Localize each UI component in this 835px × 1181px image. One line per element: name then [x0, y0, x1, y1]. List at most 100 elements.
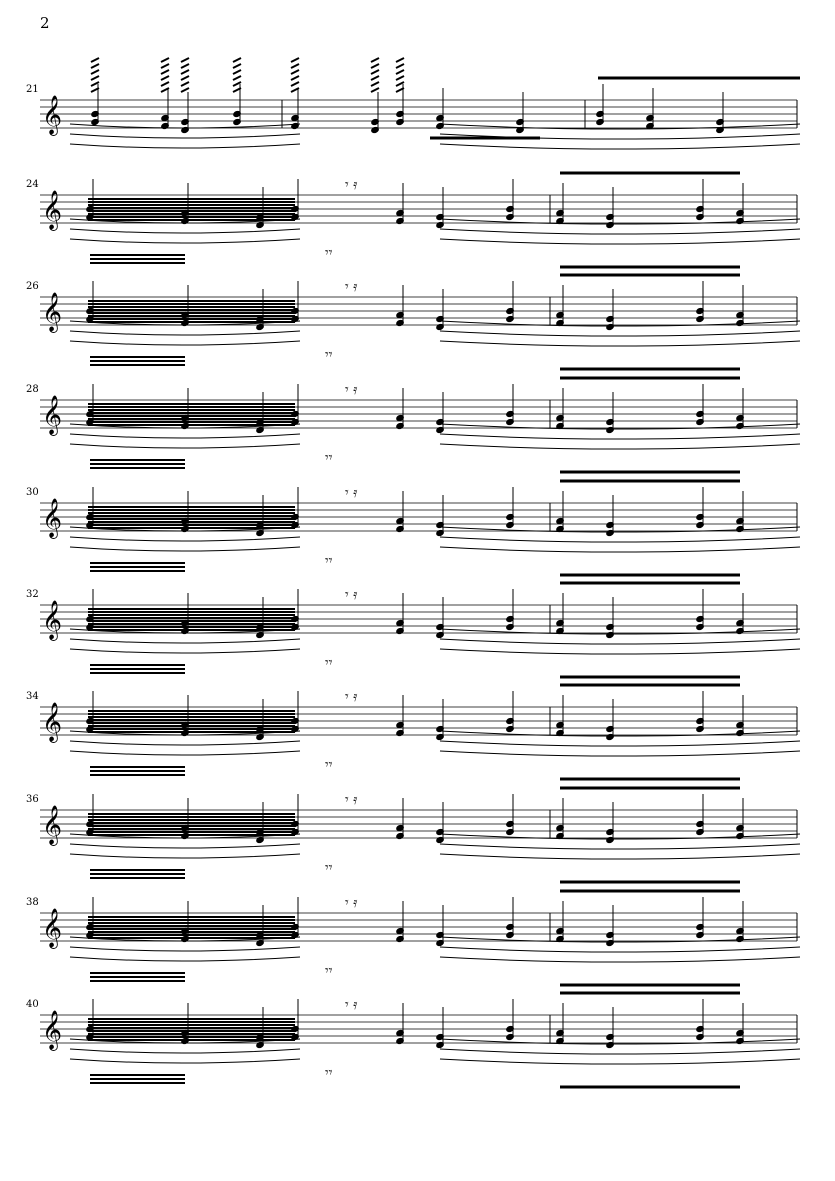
- tremolo-stroke: [90, 57, 100, 63]
- tremolo-stroke: [180, 63, 190, 69]
- tie: [439, 218, 801, 225]
- rest-icon: 𝄾 𝄿: [345, 177, 358, 193]
- music-system: 21𝄞: [0, 0, 835, 150]
- tremolo-stroke: [232, 57, 242, 63]
- note-head: [696, 828, 704, 836]
- note-head: [596, 110, 604, 118]
- tie: [439, 320, 801, 327]
- note-head: [736, 217, 744, 225]
- note-head: [506, 931, 514, 939]
- note-head: [606, 426, 614, 434]
- tremolo-stroke: [370, 81, 380, 87]
- note-head: [736, 517, 744, 525]
- note-head: [256, 529, 264, 537]
- tremolo-stroke: [232, 75, 242, 81]
- music-system: 24𝄞𝄾 𝄿𝄾𝄾: [0, 0, 835, 269]
- note-head: [696, 205, 704, 213]
- note-head: [736, 311, 744, 319]
- treble-clef-icon: 𝄞: [42, 1010, 62, 1051]
- note-head: [556, 311, 564, 319]
- tremolo-stroke: [232, 87, 242, 93]
- rest-icon: 𝄾𝄾: [325, 963, 333, 979]
- music-system: 36𝄞𝄾 𝄿𝄾𝄾: [0, 0, 835, 884]
- note-head: [396, 118, 404, 126]
- note-head: [646, 122, 654, 130]
- note-head: [396, 110, 404, 118]
- note-head: [606, 323, 614, 331]
- note-head: [646, 114, 654, 122]
- note-head: [736, 209, 744, 217]
- note-head: [556, 1029, 564, 1037]
- tie: [439, 340, 801, 347]
- note-head: [606, 631, 614, 639]
- tie: [439, 843, 801, 850]
- note-head: [716, 118, 724, 126]
- tremolo-stroke: [90, 69, 100, 75]
- note-head: [556, 729, 564, 737]
- treble-clef-icon: 𝄞: [42, 498, 62, 539]
- rest-icon: 𝄾 𝄿: [345, 587, 358, 603]
- music-system: 28 𝄞 𝄾 𝄿 𝄾𝄾: [0, 0, 835, 474]
- measure-number: 28: [26, 384, 39, 395]
- tie: [69, 1048, 301, 1054]
- treble-clef-icon: 𝄞: [42, 805, 62, 846]
- note-head: [396, 927, 404, 935]
- note-head: [506, 1033, 514, 1041]
- tremolo-stroke: [232, 63, 242, 69]
- rest-icon: 𝄾 𝄿: [345, 485, 358, 501]
- note-head: [556, 414, 564, 422]
- note-head: [506, 820, 514, 828]
- note-head: [556, 1037, 564, 1045]
- note-head: [606, 418, 614, 426]
- page-number: 2: [40, 14, 50, 32]
- tie: [439, 526, 801, 533]
- music-system: 40𝄞𝄾 𝄿𝄾𝄾: [0, 0, 835, 1089]
- note-head: [606, 213, 614, 221]
- tremolo-stroke: [370, 75, 380, 81]
- rest-icon: 𝄾𝄾: [325, 757, 333, 773]
- tie: [69, 946, 301, 952]
- tie: [69, 228, 301, 234]
- note-head: [256, 836, 264, 844]
- tie: [439, 133, 801, 140]
- note-head: [736, 832, 744, 840]
- note-head: [396, 217, 404, 225]
- note-head: [256, 1041, 264, 1049]
- rest-icon: 𝄾𝄾: [325, 245, 333, 261]
- note-head: [396, 824, 404, 832]
- note-head: [606, 529, 614, 537]
- tie: [439, 956, 801, 963]
- note-head: [396, 311, 404, 319]
- rest-icon: 𝄾𝄾: [325, 1065, 333, 1081]
- note-head: [556, 832, 564, 840]
- tie: [439, 330, 801, 337]
- tie: [69, 936, 301, 942]
- tie: [439, 1038, 801, 1045]
- tie: [439, 443, 801, 450]
- rest-icon: 𝄾 𝄿: [345, 792, 358, 808]
- tie: [69, 1038, 301, 1044]
- treble-clef-icon: 𝄞: [42, 95, 62, 136]
- note-head: [696, 615, 704, 623]
- note-head: [396, 729, 404, 737]
- rest-icon: 𝄾𝄾: [325, 450, 333, 466]
- note-head: [606, 733, 614, 741]
- tie: [439, 750, 801, 757]
- tie: [439, 628, 801, 635]
- note-head: [696, 1033, 704, 1041]
- note-head: [736, 627, 744, 635]
- note-head: [396, 414, 404, 422]
- note-head: [396, 1029, 404, 1037]
- note-head: [736, 422, 744, 430]
- note-head: [696, 315, 704, 323]
- note-head: [436, 315, 444, 323]
- tremolo-stroke: [180, 87, 190, 93]
- note-head: [396, 209, 404, 217]
- treble-clef-icon: 𝄞: [42, 702, 62, 743]
- note-head: [371, 118, 379, 126]
- treble-clef-icon: 𝄞: [42, 908, 62, 949]
- tremolo-stroke: [90, 63, 100, 69]
- note-head: [736, 525, 744, 533]
